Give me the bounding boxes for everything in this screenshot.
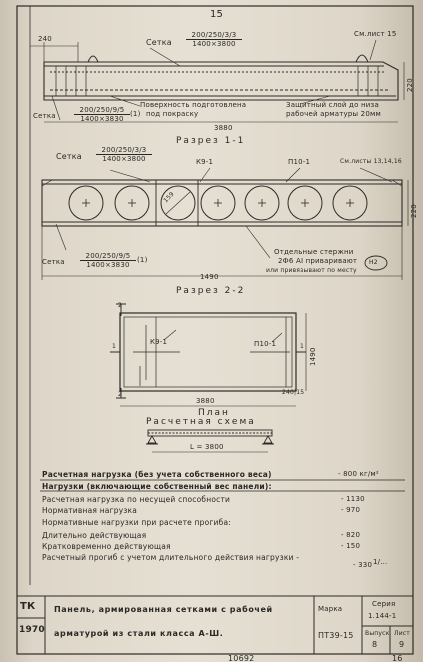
load-item-value: - 1130 — [341, 495, 365, 503]
length-dim-3880-a: 3880 — [214, 124, 233, 132]
see-sheets-13-14-16: См.листы 13,14,16 — [340, 158, 402, 165]
seriya-label: Серия — [372, 600, 396, 608]
description-line-2: арматурой из стали класса А-Ш. — [54, 629, 224, 638]
protect-note-2: рабочей арматуры 20мм — [286, 110, 381, 118]
calculation-scheme-drawing — [146, 429, 274, 453]
setka-bottom-size-2: 1400×3830 — [86, 261, 130, 269]
load-table-lines — [40, 479, 405, 492]
plan-title: План — [198, 408, 230, 418]
see-sheet-15: См.лист 15 — [354, 30, 397, 38]
page-corner-number: 16 — [392, 654, 403, 662]
setka-top-size-2: 1400×3800 — [102, 155, 146, 163]
setka-top-size: 1400×3800 — [192, 40, 236, 48]
deflection-suffix: 1/... — [373, 558, 388, 566]
scheme-title: Расчетная схема — [146, 417, 256, 427]
setka-top-spec-2: 200/250/3/3 — [96, 146, 152, 155]
sheet-border — [16, 5, 414, 655]
dim-240-15: 240|15 — [282, 389, 305, 396]
rods-note-2: 2Ф6 АI приваривают — [278, 257, 358, 265]
width-dim-1490: 1490 — [309, 347, 317, 366]
plan-drawing — [110, 303, 307, 407]
setka-bottom-suffix-2: (1) — [137, 256, 148, 264]
rods-ref-n2: Н2 — [369, 259, 378, 266]
height-dim-220-a: 220 — [406, 78, 414, 92]
section-1-1-title: Разрез 1-1 — [176, 136, 246, 146]
marker-2-top: 2 — [118, 302, 123, 309]
setka-bottom-size: 1400×3830 — [80, 115, 124, 123]
protect-note-1: Защитный слой до низа — [286, 101, 379, 109]
title-block-grid — [17, 595, 413, 654]
load-item-label: Нормативная нагрузка — [42, 506, 138, 515]
marker-1-left: 1 — [112, 343, 117, 350]
load-item-label: Длительно действующая — [42, 531, 147, 540]
seriya-value: 1.144-1 — [368, 612, 397, 620]
surface-note-1: Поверхность подготовлена — [140, 101, 247, 109]
surface-note-2: под покраску — [146, 110, 199, 118]
k9-label-plan: К9-1 — [150, 338, 168, 346]
load-item-value: - 970 — [341, 506, 361, 514]
year: 1970 — [19, 625, 45, 635]
marker-1-right: 1 — [300, 343, 305, 350]
vypusk-label: Выпуск — [365, 630, 390, 637]
dim-240-top: 240 — [38, 35, 52, 43]
p10-label-plan: П10-1 — [254, 340, 277, 348]
vypusk-value: 8 — [372, 640, 378, 649]
section-2-2-title: Разрез 2-2 — [176, 286, 246, 296]
load-line-1-value: - 800 кг/м² — [338, 470, 379, 478]
description-line-1: Панель, армированная сетками с рабочей — [54, 605, 273, 614]
load-item-value: - 150 — [341, 542, 361, 550]
setka-bottom-label: Сетка — [33, 112, 56, 120]
load-item-value: - 330 — [353, 561, 373, 569]
k9-label-section: К9-1 — [196, 158, 214, 166]
org-code: ТК — [20, 601, 36, 612]
list-value: 9 — [399, 640, 405, 649]
load-item-label: Расчетная нагрузка по несущей способност… — [42, 495, 231, 504]
setka-top-spec: 200/250/3/3 — [186, 31, 242, 40]
load-item-label: Кратковременно действующая — [42, 542, 171, 551]
marker-2-bottom: 2 — [118, 391, 123, 398]
setka-bottom-fraction: 200/250/9/5 1400×3830 — [74, 106, 130, 123]
length-dim-3880-b: 3880 — [196, 397, 215, 405]
length-dim-1490: 1490 — [200, 273, 219, 281]
setka-bottom-spec-2: 200/250/9/5 — [80, 252, 136, 261]
setka-bottom-suffix: (1) — [130, 110, 141, 118]
setka-bottom-spec: 200/250/9/5 — [74, 106, 130, 115]
height-dim-220-b: 220 — [410, 204, 418, 218]
load-item-label: Нормативные нагрузки при расчете прогиба… — [42, 518, 231, 527]
marka-value: ПТ39-15 — [318, 631, 354, 640]
load-line-1: Расчетная нагрузка (без учета собственно… — [42, 470, 272, 479]
setka-bottom-label-2: Сетка — [42, 258, 65, 266]
setka-top-label-2: Сетка — [56, 152, 82, 161]
page-number: 15 — [210, 9, 224, 20]
setka-top-fraction-2: 200/250/3/3 1400×3800 — [96, 146, 152, 163]
load-item-label: Расчетный прогиб с учетом длительного де… — [42, 553, 300, 562]
stamp-number: 10692 — [228, 654, 255, 662]
load-item-value: - 820 — [341, 531, 361, 539]
setka-top-fraction: 200/250/3/3 1400×3800 — [186, 31, 242, 48]
list-label: Лист — [394, 630, 411, 637]
span-length-label: L = 3800 — [190, 443, 224, 451]
p10-label-section: П10-1 — [288, 158, 311, 166]
marka-label: Марка — [318, 605, 343, 613]
load-line-2: Нагрузки (включающие собственный вес пан… — [42, 482, 272, 491]
setka-top-label: Сетка — [146, 38, 172, 47]
setka-bottom-fraction-2: 200/250/9/5 1400×3830 — [80, 252, 136, 269]
section-2-2-drawing — [41, 167, 409, 280]
rods-note-1: Отдельные стержни — [274, 248, 354, 256]
rods-note-3: или привязывают по месту — [266, 267, 357, 274]
section-1-1-drawing — [30, 39, 405, 123]
